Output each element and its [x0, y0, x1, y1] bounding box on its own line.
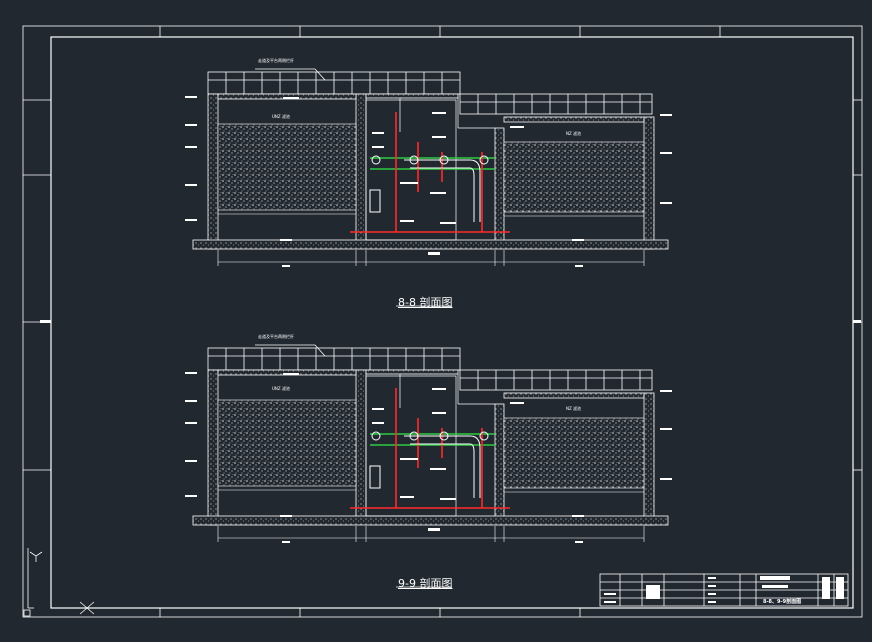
section-9-9-title: 9-9 剖面图: [398, 577, 453, 590]
cursor-crosshair-icon: [79, 601, 95, 615]
railing-note-top: 走道及平台两侧栏杆: [258, 58, 294, 63]
section-9-9-drawing: [184, 344, 673, 544]
section-8-8-title: 8-8 剖面图: [398, 296, 453, 309]
left-pool-label-bottom: UNZ 滤池: [272, 386, 290, 391]
sheet-name: 8-8、9-9剖面图: [763, 599, 802, 605]
ucs-axis-icon: [23, 548, 43, 617]
title-block[interactable]: [599, 573, 849, 607]
right-pool-label-bottom: NZ 滤池: [566, 406, 582, 411]
railing-note-bottom: 走道及平台两侧栏杆: [258, 334, 294, 339]
section-8-8-drawing: [184, 68, 673, 268]
left-pool-label-top: UNZ 滤池: [272, 114, 290, 119]
right-pool-label-top: NZ 滤池: [566, 131, 582, 136]
